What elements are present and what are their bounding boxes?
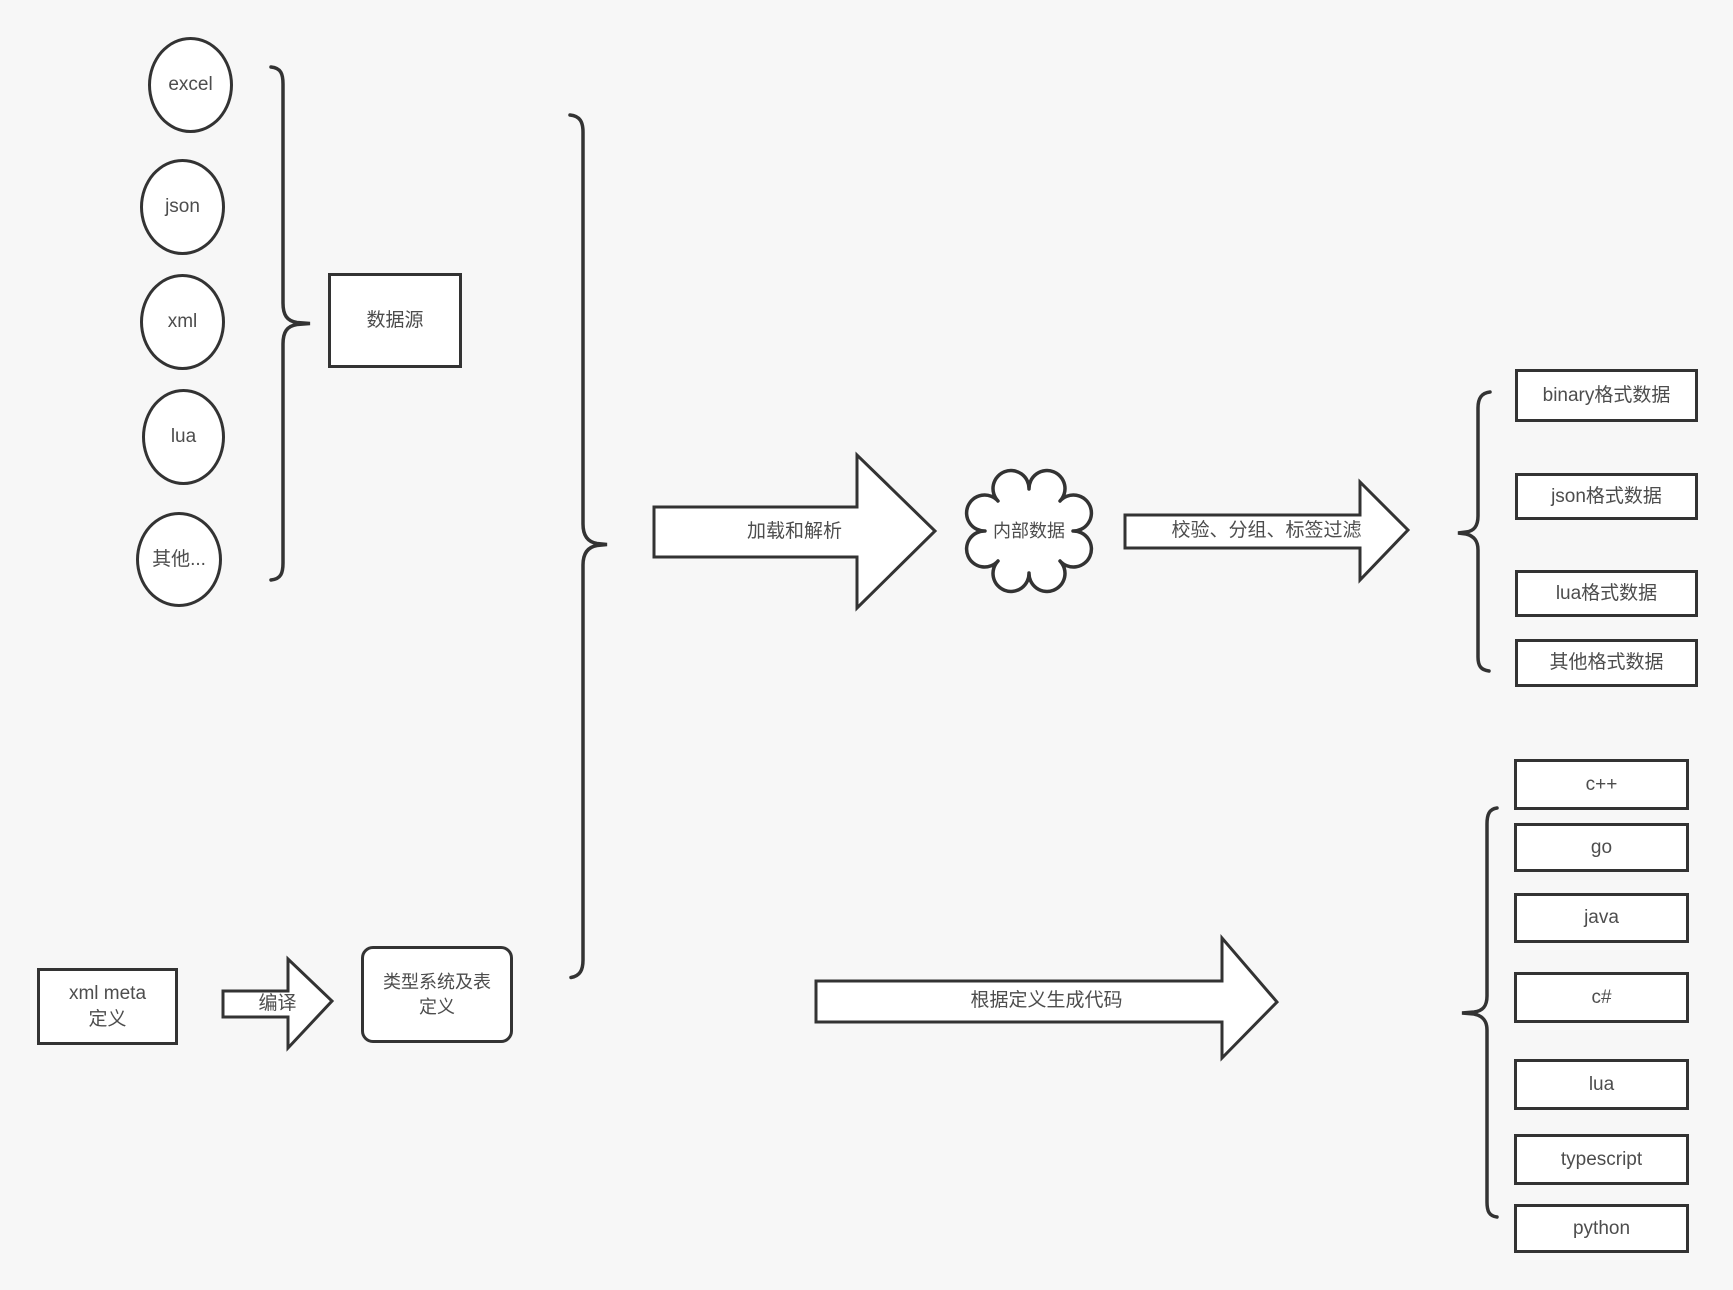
language-node-cpp: c++ xyxy=(1514,759,1689,810)
format-node-lua: lua格式数据 xyxy=(1515,570,1698,617)
internal-data-cloud xyxy=(964,468,1094,594)
source-node-other: 其他... xyxy=(136,512,222,607)
type-system-box: 类型系统及表定义 xyxy=(361,946,513,1043)
format-node-binary: binary格式数据 xyxy=(1515,369,1698,422)
language-node-java: java xyxy=(1514,893,1689,943)
source-node-excel: excel xyxy=(148,37,233,133)
sources-brace xyxy=(269,65,311,582)
source-node-json: json xyxy=(140,159,225,255)
main-brace xyxy=(568,113,608,980)
codegen-arrow xyxy=(814,933,1280,1062)
xml-meta-box: xml meta定义 xyxy=(37,968,178,1045)
load-parse-arrow xyxy=(652,451,938,612)
codegen-arrow-label: 根据定义生成代码 xyxy=(970,990,1123,1012)
filter-arrow xyxy=(1123,478,1411,584)
filter-arrow-label: 校验、分组、标签过滤 xyxy=(1171,520,1362,542)
language-node-typescript: typescript xyxy=(1514,1134,1689,1185)
data-source-box: 数据源 xyxy=(328,273,462,368)
formats-brace xyxy=(1457,390,1492,673)
internal-data-cloud-label: 内部数据 xyxy=(993,520,1065,541)
languages-brace xyxy=(1461,806,1499,1219)
language-node-csharp: c# xyxy=(1514,972,1689,1023)
format-node-other: 其他格式数据 xyxy=(1515,639,1698,687)
load-parse-arrow-label: 加载和解析 xyxy=(746,520,842,542)
source-node-lua: lua xyxy=(142,389,225,485)
source-node-xml: xml xyxy=(140,274,225,370)
format-node-json: json格式数据 xyxy=(1515,473,1698,520)
compile-arrow-label: 编译 xyxy=(258,992,297,1014)
language-node-go: go xyxy=(1514,823,1689,872)
language-node-python: python xyxy=(1514,1204,1689,1253)
language-node-lua: lua xyxy=(1514,1059,1689,1110)
compile-arrow xyxy=(221,955,335,1052)
